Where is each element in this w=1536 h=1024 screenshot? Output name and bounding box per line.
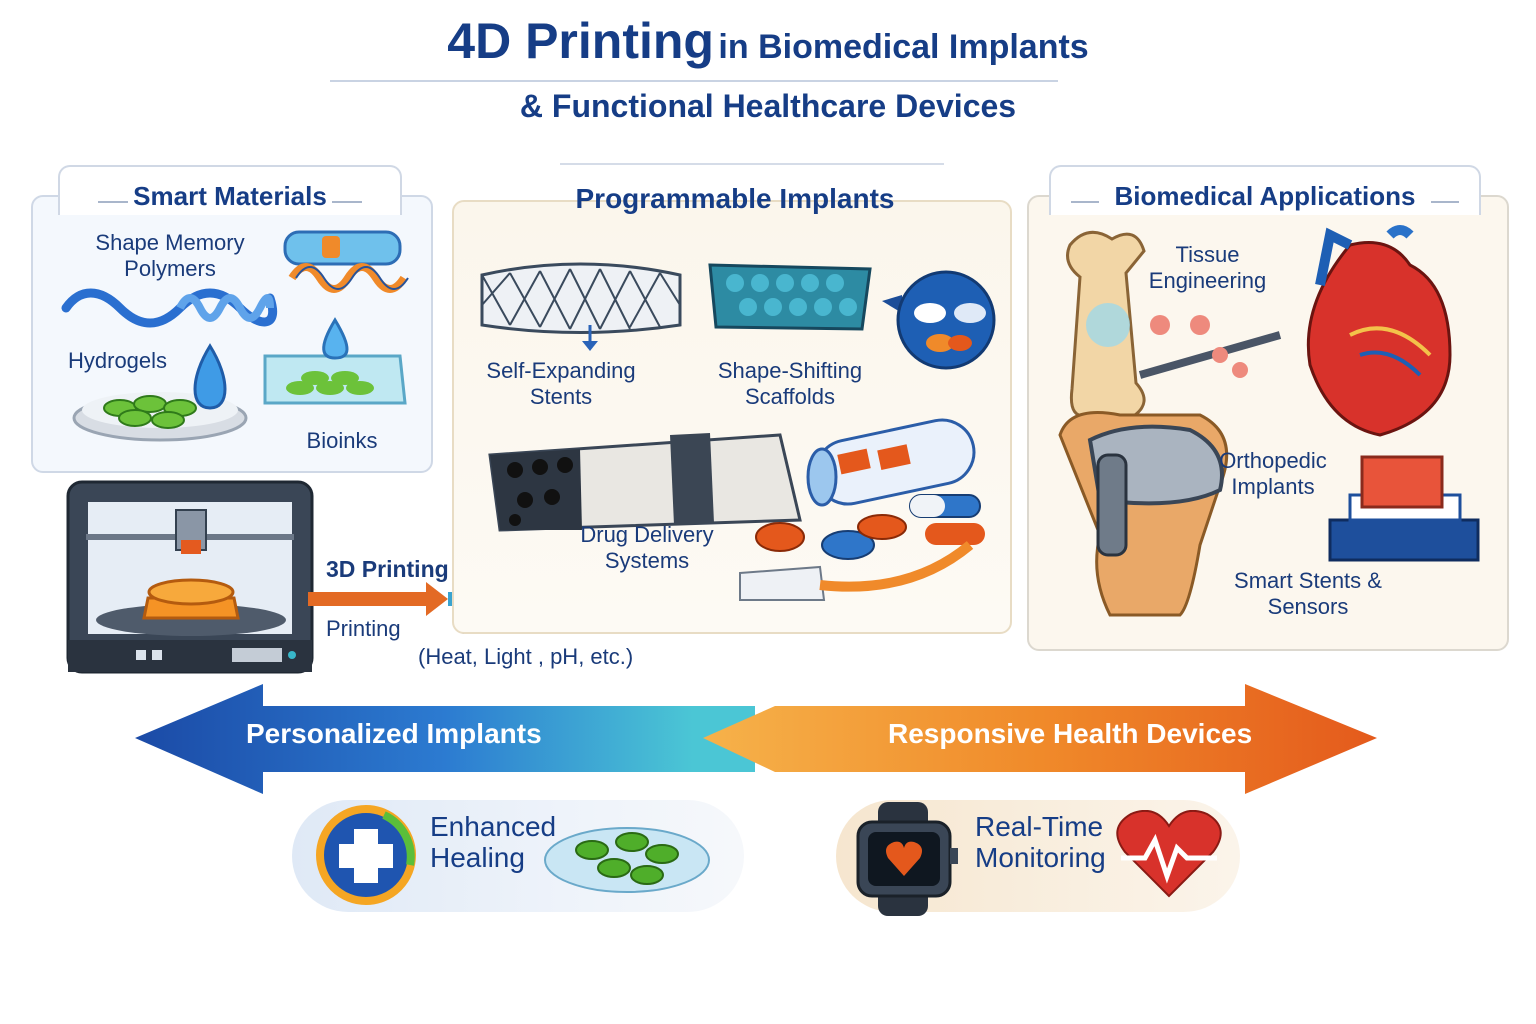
title-divider xyxy=(330,80,1058,82)
hydrogel-dish-icon xyxy=(72,343,248,442)
bone-icon xyxy=(1066,230,1282,428)
personalized-responsive-arrow xyxy=(135,684,1377,794)
smart-spring-icon xyxy=(283,230,409,293)
heartbeat-icon xyxy=(1116,810,1222,898)
self-expanding-stents-label: Self-Expanding Stents xyxy=(486,358,636,410)
bioink-icon xyxy=(263,317,407,405)
biomedical-applications-header: Biomedical Applications xyxy=(1049,165,1481,215)
hydrogels-label: Hydrogels xyxy=(68,348,168,373)
tissue-engineering-label: Tissue Engineering xyxy=(1148,242,1267,294)
smart-materials-illustration xyxy=(61,230,409,442)
pills-icon xyxy=(739,494,985,601)
orthopedic-implants-label: Orthopedic Implants xyxy=(1219,448,1327,500)
shape-memory-label: Shape Memory Polymers xyxy=(95,230,245,282)
biomedical-applications-title: Biomedical Applications xyxy=(1114,181,1416,211)
title-main-rest: in Biomedical Implants xyxy=(718,28,1089,66)
capsule-bubble-icon xyxy=(882,270,996,370)
knee-implant-icon xyxy=(1058,411,1229,617)
printer-icon xyxy=(66,480,314,674)
bioinks-label: Bioinks xyxy=(306,428,378,453)
smart-materials-header: Smart Materials xyxy=(58,165,402,215)
biomedical-applications-illustration xyxy=(1058,225,1480,617)
subtitle-divider xyxy=(560,163,944,165)
page-title: 4D Printing in Biomedical Implants xyxy=(0,12,1536,70)
programmable-implants-header: Programmable Implants xyxy=(575,183,895,214)
drug-delivery-label: Drug Delivery Systems xyxy=(580,522,714,574)
title-main-big: 4D Printing xyxy=(447,13,714,69)
medical-cross-icon xyxy=(316,805,416,905)
stent-icon xyxy=(480,262,682,351)
responsive-health-devices-label: Responsive Health Devices xyxy=(888,718,1253,749)
drug-delivery-tube-icon xyxy=(488,433,802,532)
scaffold-icon xyxy=(708,263,872,331)
3d-printing-label: 3D Printing xyxy=(326,556,449,582)
polymer-coil-icon xyxy=(61,288,278,328)
printing-label: Printing xyxy=(326,616,401,641)
page-subtitle: & Functional Healthcare Devices xyxy=(519,88,1017,124)
personalized-implants-label: Personalized Implants xyxy=(246,718,542,749)
heart-icon xyxy=(1306,225,1452,437)
drug-capsule-icon xyxy=(806,418,976,507)
stimuli-detail: (Heat, Light , pH, etc.) xyxy=(418,644,634,669)
smart-stents-label: Smart Stents & Sensors xyxy=(1234,568,1382,620)
shape-shifting-scaffolds-label: Shape-Shifting Scaffolds xyxy=(717,358,863,410)
sensor-block-icon xyxy=(1328,455,1480,562)
smart-materials-title: Smart Materials xyxy=(133,181,327,211)
enhanced-healing-label: Enhanced Healing xyxy=(430,811,557,873)
programmable-implants-illustration xyxy=(480,262,996,601)
smartwatch-icon xyxy=(856,802,958,916)
real-time-monitoring-label: Real-Time Monitoring xyxy=(975,811,1106,873)
cell-dish-icon xyxy=(544,827,710,893)
